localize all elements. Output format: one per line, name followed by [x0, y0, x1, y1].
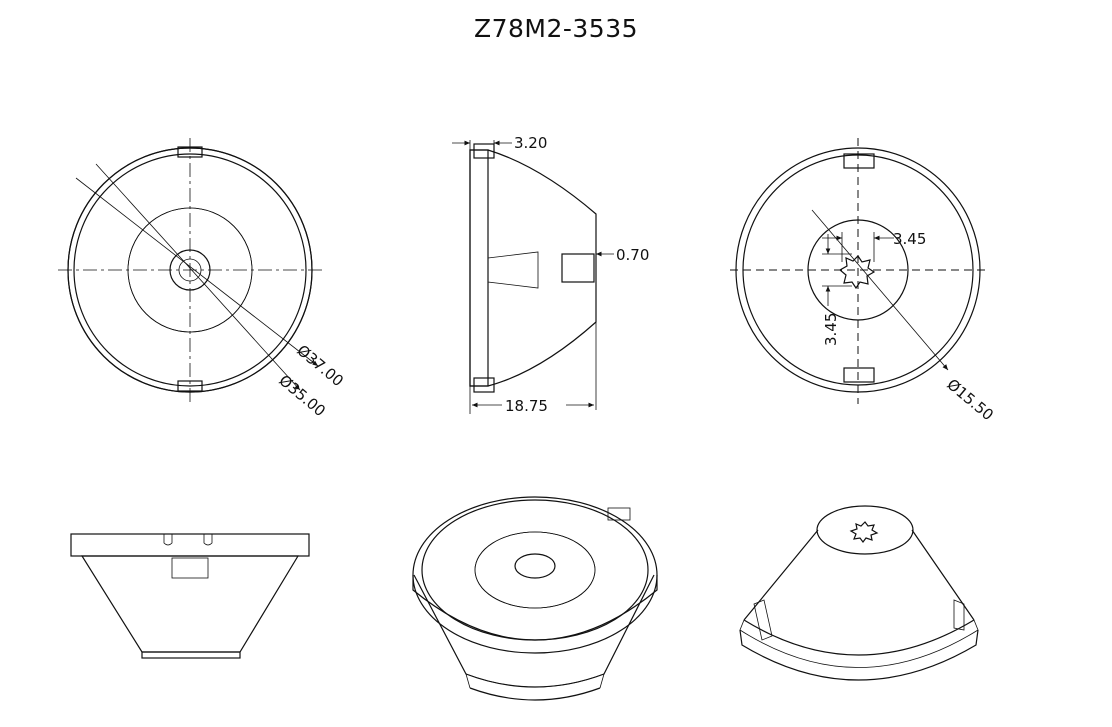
back-top-tab: [843, 153, 875, 169]
dim-star-width: 3.45: [893, 230, 926, 248]
iso-star: [849, 521, 879, 543]
iso-back-top-face: [816, 505, 914, 555]
dim-dia-35: Ø35.00: [275, 371, 329, 420]
inner-ring-35: [73, 153, 307, 387]
iso-center-hole: [514, 553, 556, 579]
section-view: 3.20 0.70 18.75: [452, 134, 649, 415]
dim-star-height: 3.45: [822, 313, 840, 346]
dim-dia-1550: Ø15.50: [943, 375, 997, 424]
drawing-title: Z78M2-3535: [473, 14, 639, 43]
dim-height: 18.75: [505, 397, 548, 415]
side-cone: [80, 555, 300, 653]
center-star: [838, 255, 876, 290]
back-view: 3.45 3.45 Ø15.50: [730, 138, 997, 424]
dim-step: 0.70: [616, 246, 649, 264]
back-bottom-tab: [843, 367, 875, 383]
iso-back-cone: [743, 529, 975, 621]
side-flange: [70, 533, 310, 557]
lens-section: [469, 149, 597, 387]
isometric-front-view: [412, 496, 658, 701]
isometric-back-view: [739, 505, 979, 681]
dim-thickness: 3.20: [514, 134, 547, 152]
side-view: [70, 533, 310, 659]
iso-front-face: [421, 499, 649, 641]
front-view: Ø37.00 Ø35.00: [58, 138, 347, 420]
